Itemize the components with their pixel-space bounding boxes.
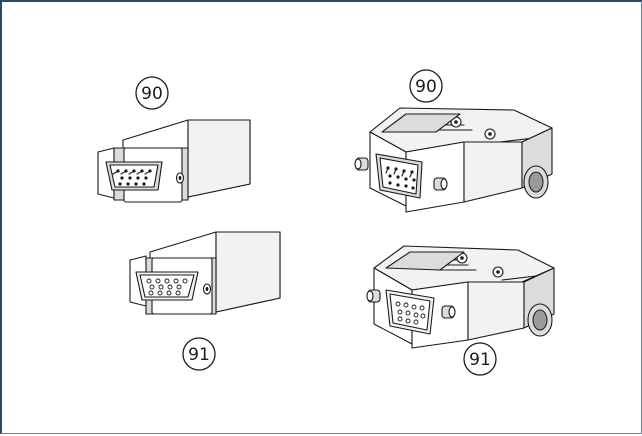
callout-top-left: 90 — [135, 76, 169, 110]
straight-female-connector — [129, 231, 281, 315]
angled-male-connector — [354, 107, 553, 213]
svg-text:90: 90 — [141, 84, 163, 104]
straight-male-connector — [97, 119, 251, 203]
svg-text:90: 90 — [415, 77, 437, 97]
angled-female-connector — [366, 245, 555, 349]
svg-text:91: 91 — [469, 350, 491, 370]
svg-text:91: 91 — [188, 345, 210, 365]
callout-bottom-left: 91 — [182, 337, 216, 371]
callout-top-right: 90 — [409, 69, 443, 103]
callout-bottom-right: 91 — [463, 342, 497, 376]
